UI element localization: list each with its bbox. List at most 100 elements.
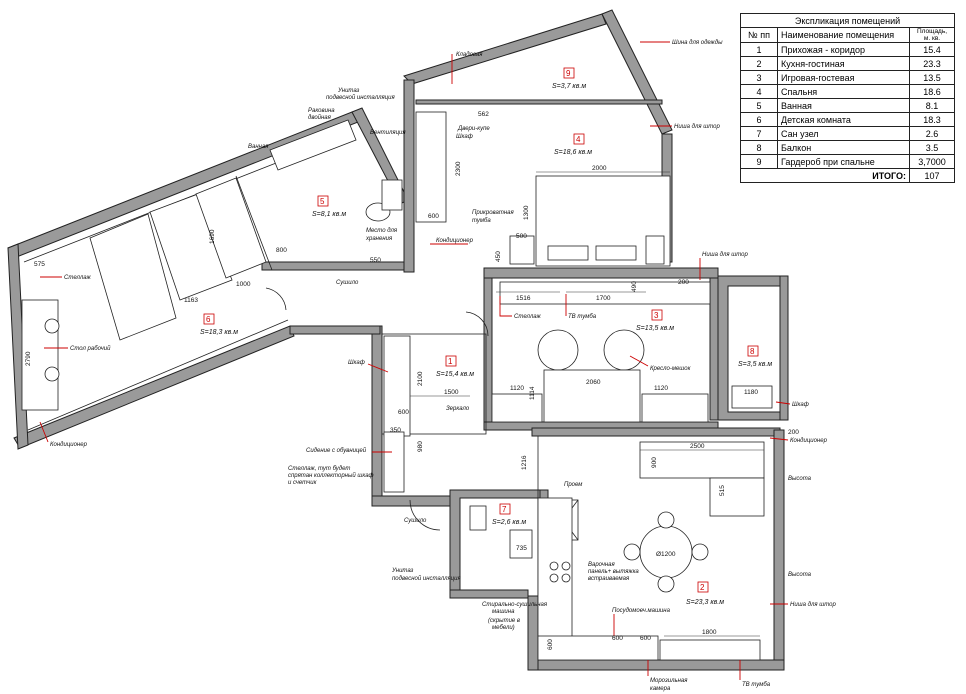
wall-room3-left bbox=[483, 277, 493, 431]
note-shkaf-corridor: Шкаф bbox=[348, 360, 365, 366]
dining-chair-4 bbox=[657, 575, 675, 593]
dim-1114: 1114 bbox=[529, 386, 536, 400]
kitchen-counter-bottom bbox=[537, 635, 659, 661]
legend-num: 3 bbox=[740, 70, 778, 85]
dim-450: 450 bbox=[495, 251, 502, 262]
room-9-area: S=3,7 кв.м bbox=[552, 83, 586, 90]
note-shina-odezhda: Шина для одежды bbox=[672, 40, 723, 46]
bed-child-3 bbox=[195, 177, 267, 279]
note-stellazh-long-1: Стеллаж, тут будет bbox=[288, 466, 350, 472]
note-nisha-shtor-balcony: Ниша для штор bbox=[702, 252, 748, 258]
vanity bbox=[269, 119, 357, 171]
legend-num: 5 bbox=[740, 98, 778, 113]
dim-515: 515 bbox=[719, 485, 726, 496]
room-schedule-table: Экспликация помещений № пп Наименование … bbox=[740, 13, 955, 183]
dim-2300: 2300 bbox=[455, 161, 462, 176]
nightstand-right bbox=[645, 235, 665, 265]
note-stellazh-room6: Стеллаж bbox=[64, 275, 92, 281]
beanbag-2 bbox=[603, 329, 645, 371]
dim-1800: 1800 bbox=[702, 629, 717, 636]
note-kreslo: Кресло-мешок bbox=[650, 366, 692, 372]
wall-corridor-bottom bbox=[371, 495, 451, 507]
shelf-room3-right bbox=[641, 393, 709, 423]
dim-1690: 1690 bbox=[209, 229, 216, 244]
dim-1300: 1300 bbox=[523, 205, 530, 220]
room-9-num: 9 bbox=[566, 69, 571, 78]
wall-bath-bottom bbox=[261, 261, 405, 271]
dim-980: 980 bbox=[417, 441, 424, 452]
legend-num: 1 bbox=[740, 42, 778, 57]
room-2-area: S=23,3 кв.м bbox=[686, 599, 724, 606]
sofa-kitchen-arm bbox=[709, 477, 765, 517]
legend-name: Ванная bbox=[777, 98, 910, 113]
room-8-tag: 8 S=3,5 кв.м bbox=[738, 345, 772, 368]
note-unitaz-wc-b: подвесной инсталляция bbox=[392, 575, 461, 582]
tv-stand-room3 bbox=[499, 281, 711, 305]
room-8-area: S=3,5 кв.м bbox=[738, 361, 772, 368]
room-7-num: 7 bbox=[502, 505, 507, 514]
sofa-room3 bbox=[543, 369, 641, 423]
room-7-tag: 7 S=2,6 кв.м bbox=[492, 503, 526, 526]
note-ventilyaciya: Вентиляция bbox=[370, 130, 406, 136]
pillow-left bbox=[547, 245, 589, 261]
dim-2000: 2000 bbox=[592, 165, 607, 172]
legend-header-row: № пп Наименование помещения Площадь, м. … bbox=[740, 27, 955, 43]
note-voronka-3: встраиваемая bbox=[588, 576, 630, 582]
dim-200-kitchen: 200 bbox=[788, 429, 799, 436]
chair-1 bbox=[44, 318, 60, 334]
dim-2500: 2500 bbox=[690, 443, 705, 450]
legend-header-area: Площадь, м. кв. bbox=[909, 27, 955, 43]
dim-350: 350 bbox=[390, 427, 401, 434]
note-rakovina-b: двойная bbox=[308, 114, 332, 121]
note-stellazh-long-2: спрятан коллекторный шкаф bbox=[288, 472, 374, 479]
legend-name: Гардероб при спальне bbox=[777, 154, 910, 169]
dim-1000: 1000 bbox=[236, 281, 251, 288]
note-kondicioner-room6: Кондиционер bbox=[50, 442, 88, 448]
legend-area: 3,7000 bbox=[909, 154, 955, 169]
note-shkaf-balcony: Шкаф bbox=[792, 402, 809, 408]
room-8-num: 8 bbox=[750, 347, 755, 356]
legend-area: 18.6 bbox=[909, 84, 955, 99]
dim-1700: 1700 bbox=[596, 295, 611, 302]
note-nisha-shtor-top: Ниша для штор bbox=[674, 124, 720, 130]
note-vysota-2: Высота bbox=[788, 572, 812, 578]
dining-chair-2 bbox=[623, 543, 641, 561]
room-6-num: 6 bbox=[206, 315, 211, 324]
nightstand-left bbox=[509, 235, 535, 265]
legend-num: 9 bbox=[740, 154, 778, 169]
legend-area: 3.5 bbox=[909, 140, 955, 155]
legend-num: 8 bbox=[740, 140, 778, 155]
dim-600-corridor: 600 bbox=[398, 409, 409, 416]
note-sushilo-bottom: Сушило bbox=[404, 518, 427, 524]
wall-kitchen-bottom bbox=[527, 659, 785, 671]
wall-room3-right bbox=[709, 277, 719, 421]
note-morozilka-1: Морозильная bbox=[650, 678, 688, 684]
desk bbox=[21, 299, 59, 411]
beanbag-1 bbox=[537, 329, 579, 371]
wall-wardrobe-bottom bbox=[415, 99, 663, 105]
legend-area: 18.3 bbox=[909, 112, 955, 127]
room-1-tag: 1 S=15,4 кв.м bbox=[436, 355, 474, 378]
legend-num: 2 bbox=[740, 56, 778, 71]
legend-total-row: ИТОГО: 107 bbox=[740, 168, 955, 183]
legend-name: Сан узел bbox=[777, 126, 910, 141]
leader-kondicioner-kitchen bbox=[769, 437, 789, 441]
note-vysota-1: Высота bbox=[788, 476, 812, 482]
sofa-kitchen bbox=[639, 441, 765, 479]
note-stiralka-3: (скрытие в bbox=[488, 618, 520, 624]
note-morozilka-2: камера bbox=[650, 686, 671, 692]
room-5-tag: 5 S=8,1 кв.м bbox=[312, 195, 346, 218]
wall-corridor-top bbox=[289, 325, 381, 335]
legend-name: Прихожая - коридор bbox=[777, 42, 910, 57]
leader-shkaf-balcony bbox=[775, 401, 791, 405]
legend-area: 8.1 bbox=[909, 98, 955, 113]
leader-shkaf-corridor bbox=[367, 363, 389, 373]
hob-4 bbox=[561, 573, 571, 583]
note-kondicioner-bedroom: Кондиционер bbox=[436, 238, 474, 244]
